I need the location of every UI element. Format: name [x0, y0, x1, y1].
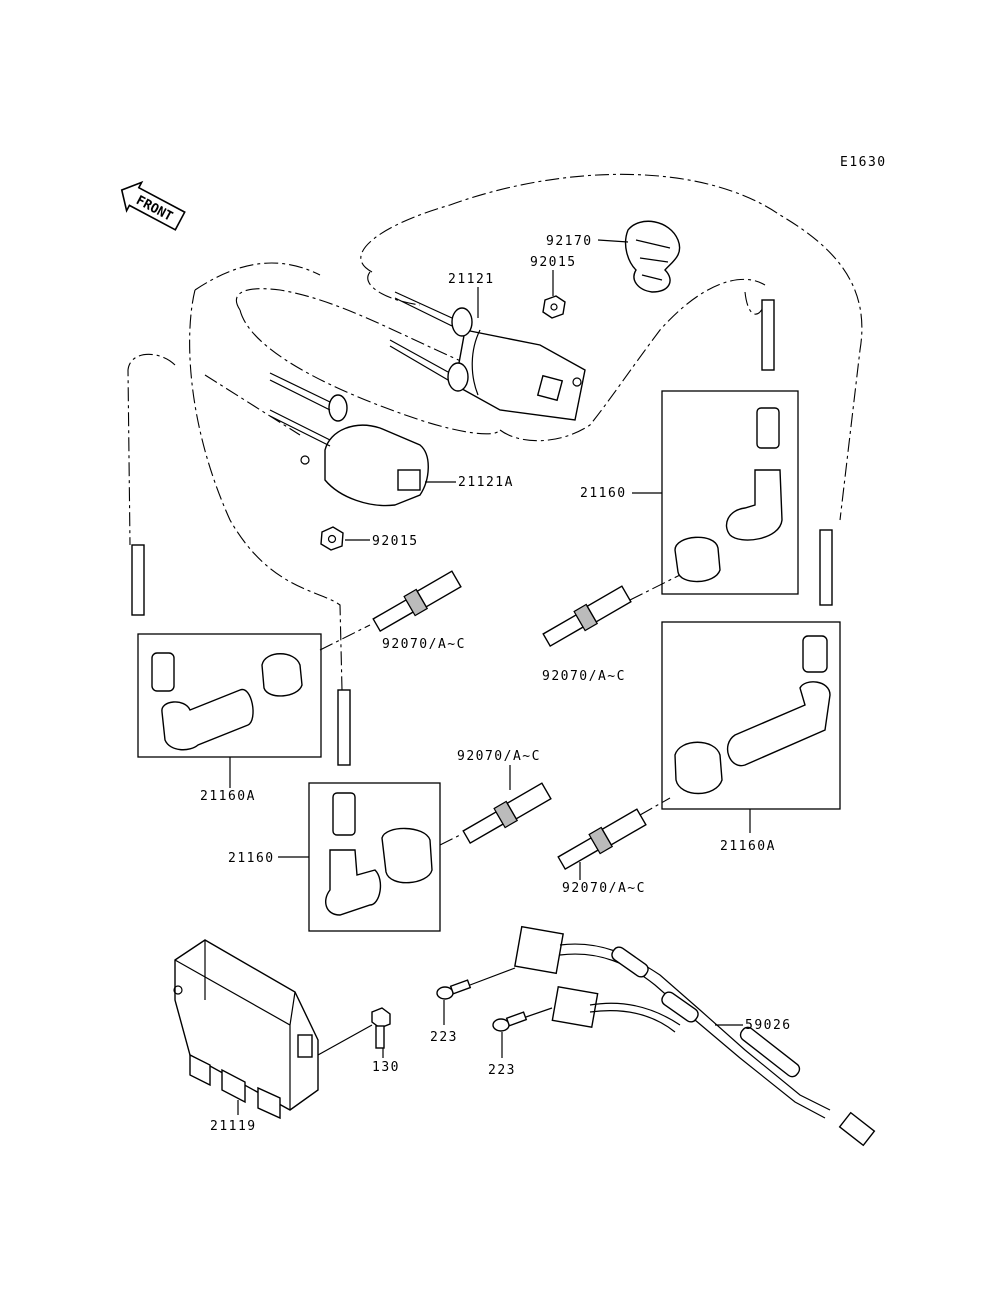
label-92170: 92170 — [546, 234, 593, 249]
label-92070-center: 92070/A~C — [542, 669, 626, 684]
cap-21160A-right — [674, 529, 833, 795]
diagram-code: E1630 — [840, 155, 887, 170]
label-92070-lower: 92070/A~C — [562, 881, 646, 896]
label-130: 130 — [372, 1060, 400, 1075]
label-21121: 21121 — [448, 272, 495, 287]
label-21119: 21119 — [210, 1119, 257, 1134]
label-92015-top: 92015 — [530, 255, 577, 270]
cdi-unit-21119 — [173, 939, 319, 1120]
spark-plug-left — [372, 570, 462, 633]
spark-plug-center — [462, 782, 552, 845]
front-arrow-icon: FRONT — [120, 180, 186, 231]
label-21160A-left: 21160A — [200, 789, 256, 804]
cap-21160-center — [324, 689, 433, 916]
label-21160-center: 21160 — [228, 851, 275, 866]
screw-223-left — [436, 979, 472, 1000]
label-59026: 59026 — [745, 1018, 792, 1033]
label-21160A-right: 21160A — [720, 839, 776, 854]
spark-plug-right — [542, 585, 632, 648]
box-21160A-right — [661, 621, 841, 810]
label-21121A: 21121A — [458, 475, 514, 490]
label-92070-left: 92070/A~C — [382, 637, 466, 652]
screw-223-right — [492, 1011, 528, 1032]
spark-plug-lower — [557, 808, 647, 871]
bolt-130 — [371, 1007, 391, 1049]
label-223-left: 223 — [430, 1030, 458, 1045]
clamp-92170 — [624, 220, 681, 293]
label-92015-middle: 92015 — [372, 534, 419, 549]
label-92070-upper: 92070/A~C — [457, 749, 541, 764]
cap-21160A-left — [131, 544, 303, 751]
label-223-right: 223 — [488, 1063, 516, 1078]
pickup-harness-59026 — [514, 925, 876, 1147]
harness-dash-lines — [127, 173, 863, 691]
ignition-coil-21121A — [269, 372, 429, 507]
nut-92015-top — [542, 295, 566, 319]
ignition-coil-21121 — [389, 291, 586, 421]
label-21160-right: 21160 — [580, 486, 627, 501]
cap-21160-right — [674, 299, 783, 583]
nut-92015-middle — [320, 526, 344, 551]
